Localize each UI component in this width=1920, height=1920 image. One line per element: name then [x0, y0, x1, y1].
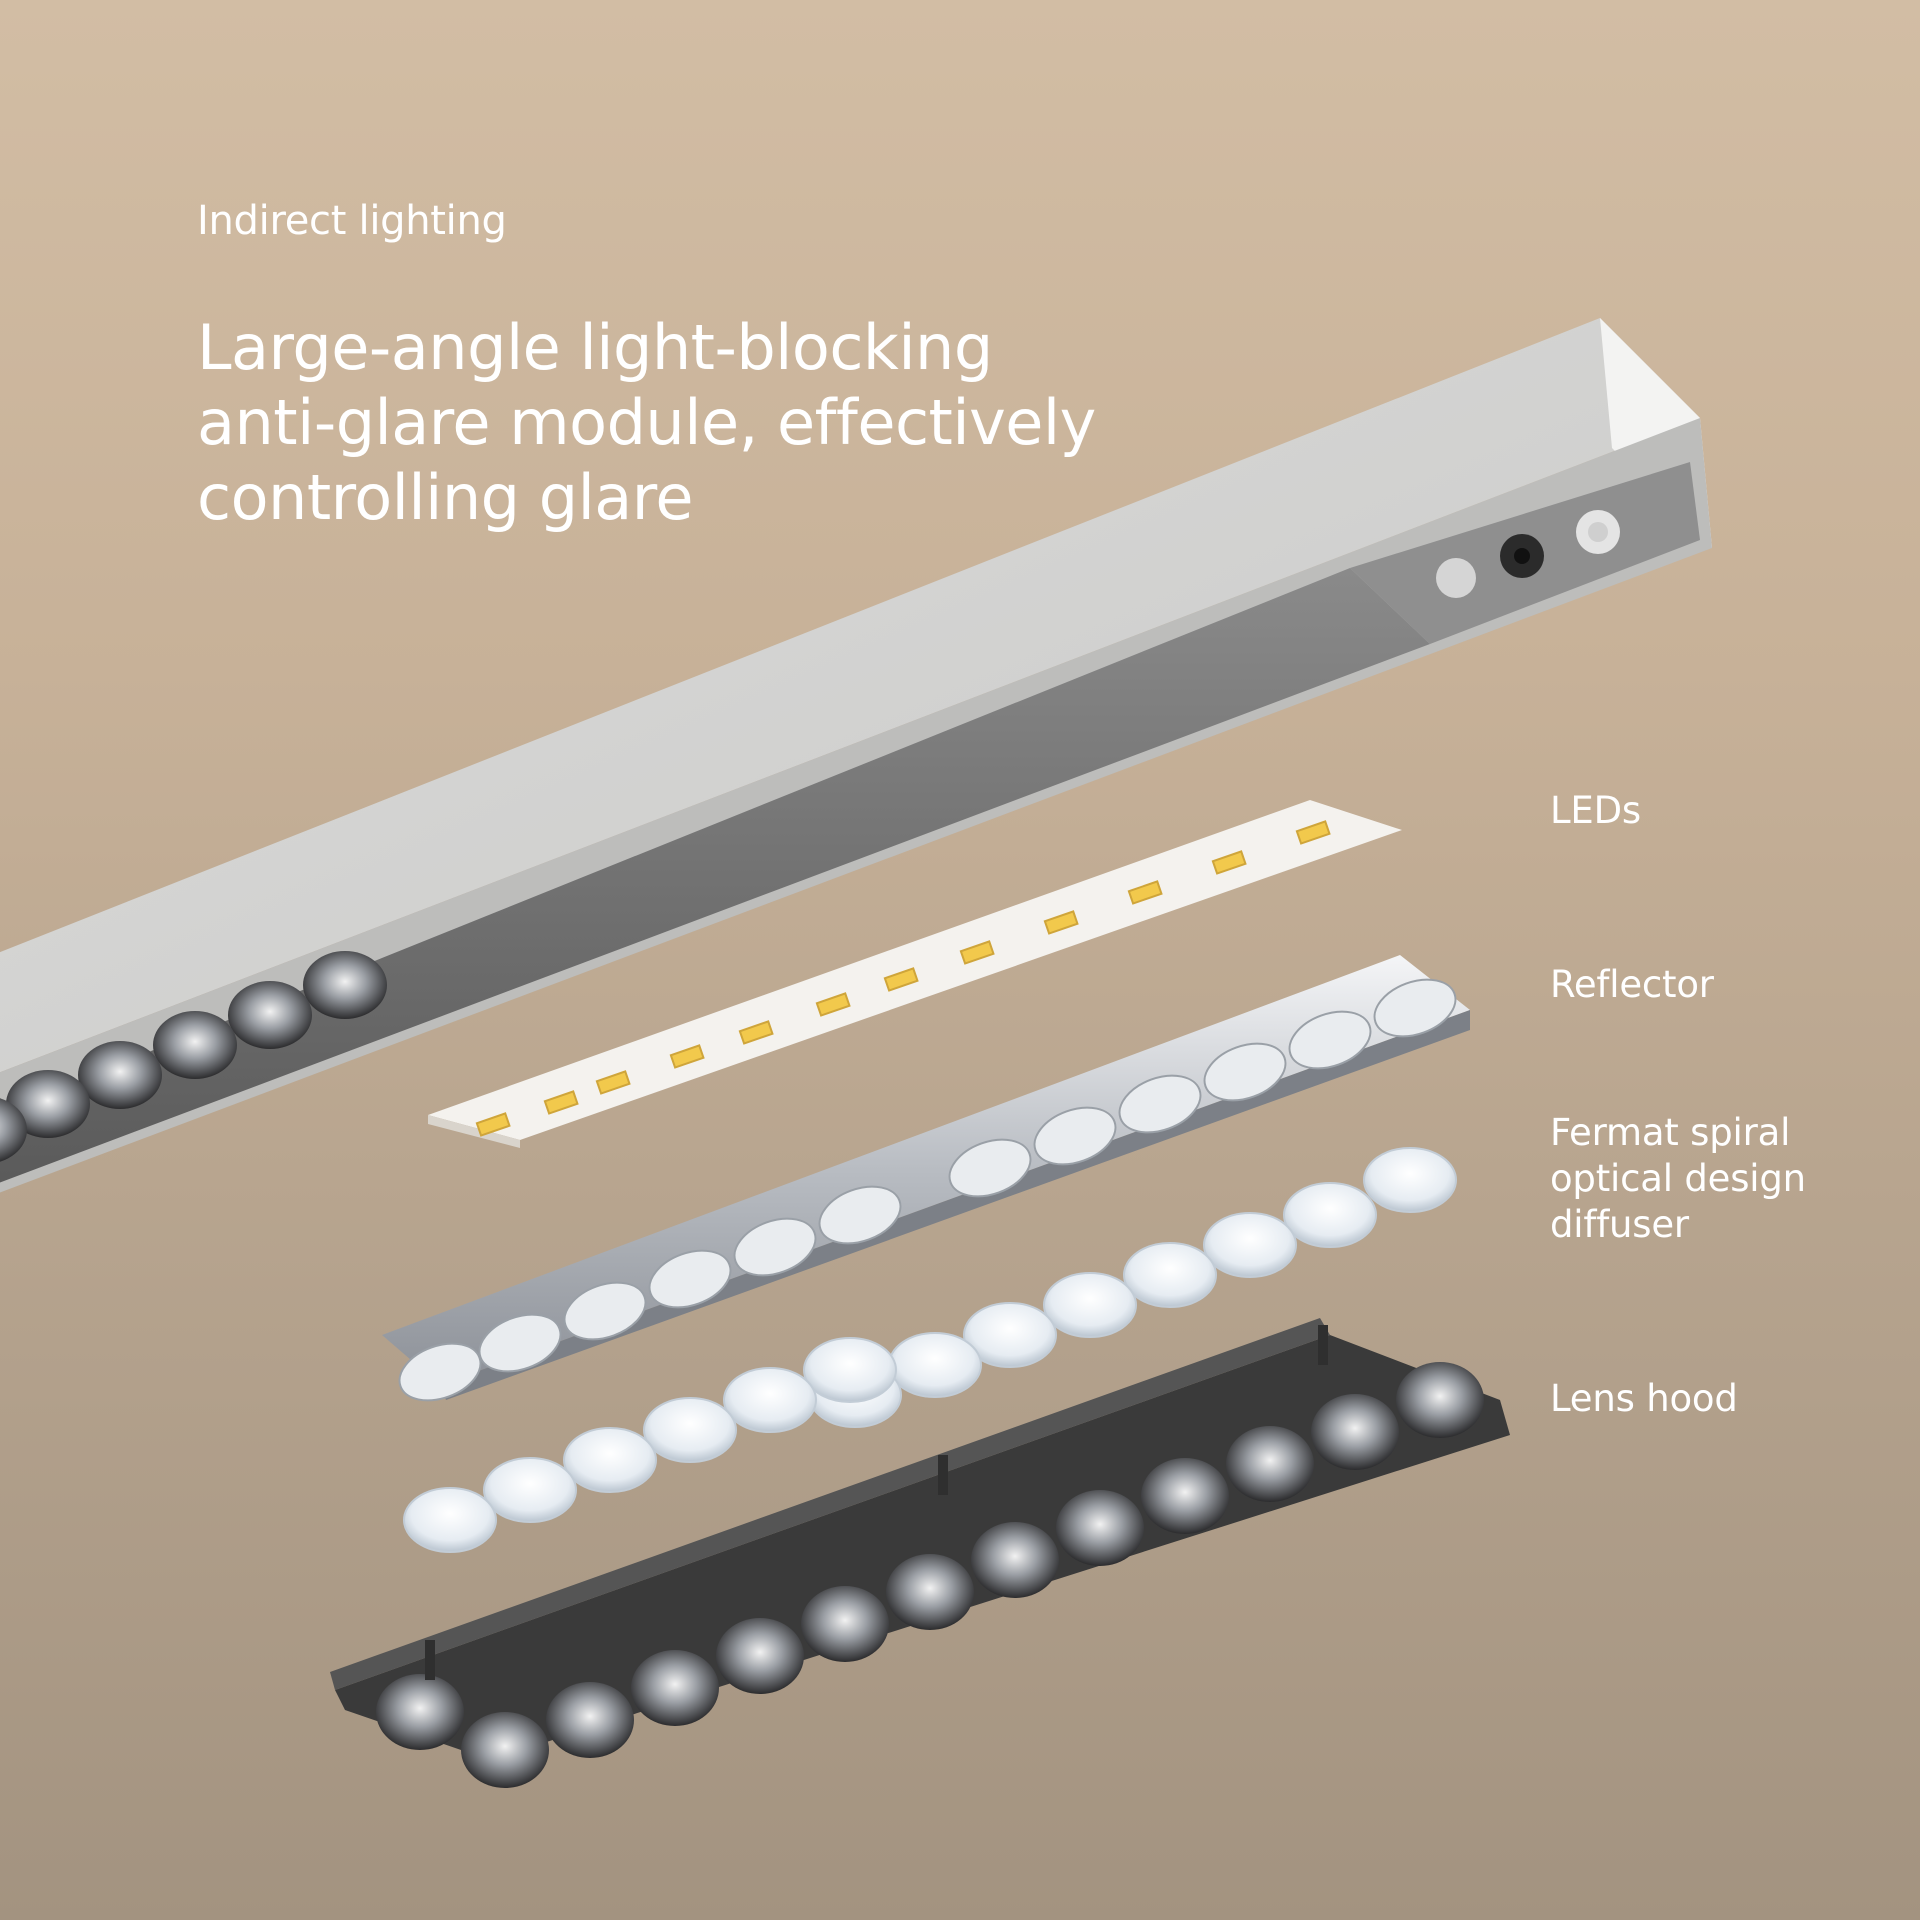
callout-diffuser-line-3: diffuser — [1550, 1203, 1689, 1246]
reflector-cups — [398, 978, 1457, 1402]
headline-line-3: controlling glare — [197, 461, 694, 534]
callout-lens-hood: Lens hood — [1550, 1377, 1738, 1420]
housing-cups — [0, 951, 387, 1162]
callout-leds: LEDs — [1550, 789, 1641, 832]
hood-cups — [376, 1362, 1484, 1788]
callout-diffuser-line-2: optical design — [1550, 1157, 1806, 1200]
hood-tabs — [425, 1325, 1328, 1680]
callout-diffuser-line-1: Fermat spiral — [1550, 1111, 1791, 1154]
housing — [0, 318, 1712, 1193]
led-strip — [428, 800, 1402, 1148]
hood-body — [335, 1335, 1510, 1760]
light-channel — [0, 568, 1430, 1183]
reflector — [382, 955, 1470, 1402]
eyebrow-text: Indirect lighting — [197, 198, 507, 244]
callout-reflector: Reflector — [1550, 963, 1714, 1006]
sensor-camera-inner — [1514, 548, 1530, 564]
sensor-button — [1436, 558, 1476, 598]
sensor-lens-inner — [1588, 522, 1608, 542]
headline-line-2: anti-glare module, effectively — [197, 386, 1096, 459]
headline-line-1: Large-angle light-blocking — [197, 311, 993, 384]
lens-hood — [330, 1318, 1510, 1788]
headline: Large-angle light-blocking anti-glare mo… — [197, 310, 1117, 535]
diffuser — [403, 1147, 1457, 1553]
callout-diffuser: Fermat spiral optical design diffuser — [1550, 1110, 1806, 1248]
led-chips — [475, 820, 1331, 1137]
housing-top-face — [0, 318, 1700, 1073]
